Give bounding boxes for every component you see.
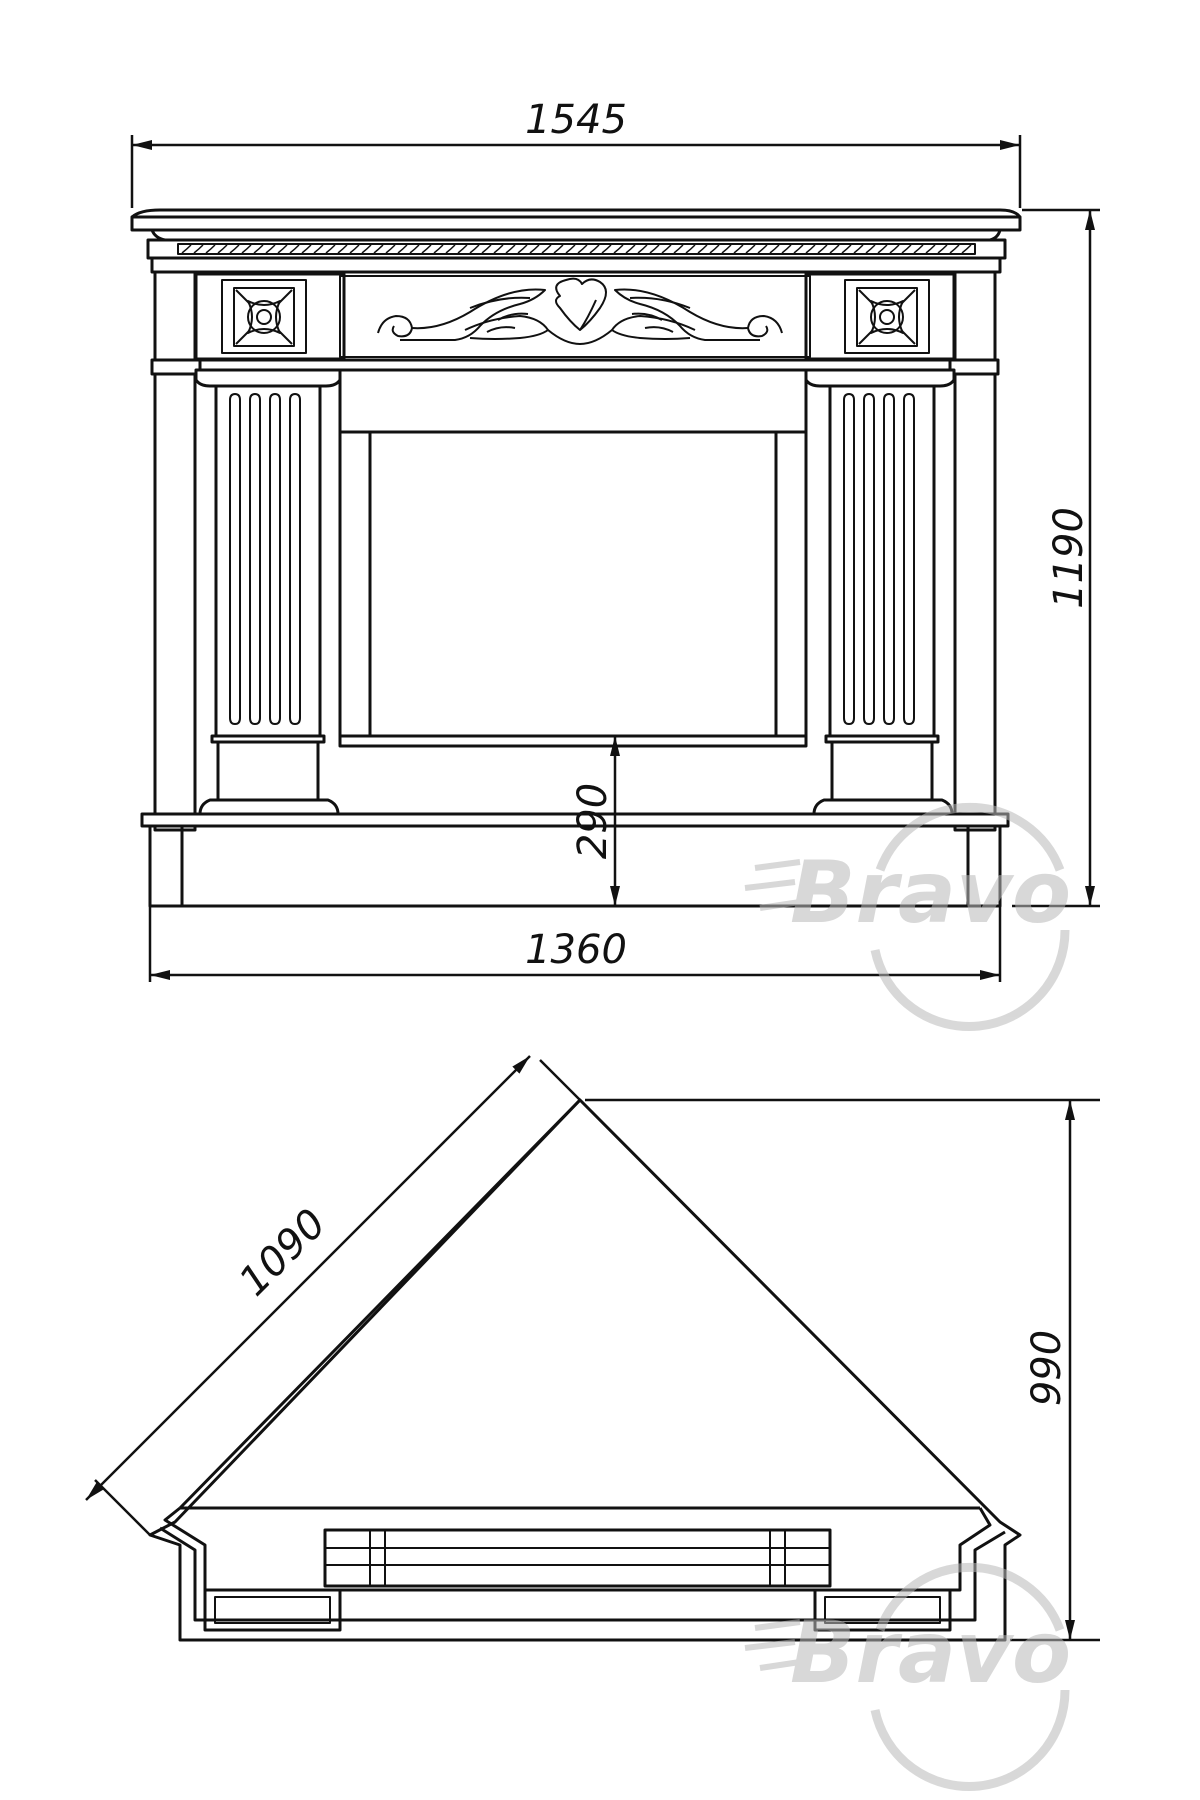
dim-line-side-length [85, 1055, 531, 1501]
rope-twist [469, 244, 480, 254]
rope-twist [913, 244, 924, 254]
rope-twist [337, 244, 348, 254]
rope-twist [241, 244, 252, 254]
rope-twist [721, 244, 732, 254]
rope-twist [781, 244, 792, 254]
watermark-logo-bottom: Bravo [744, 1562, 1071, 1791]
front-dimensions [130, 135, 1100, 982]
rope-twist [637, 244, 648, 254]
label-base-width: 1360 [525, 927, 627, 973]
rope-twist [193, 244, 204, 254]
rope-twist [205, 244, 216, 254]
rope-twist [229, 244, 240, 254]
rope-twist [529, 244, 540, 254]
column-cap-left [194, 368, 342, 388]
outer-pilaster-right [948, 270, 1000, 832]
column-right [828, 384, 936, 738]
column-left [214, 384, 322, 738]
rope-twist [937, 244, 948, 254]
rope-twist [949, 244, 960, 254]
rope-twist [877, 244, 888, 254]
rosette-right [844, 279, 930, 354]
rope-twist [421, 244, 432, 254]
rope-twist [289, 244, 300, 254]
rope-twist [517, 244, 528, 254]
rope-twist [649, 244, 660, 254]
label-depth: 990 [1024, 1330, 1070, 1406]
column-cap-right [804, 368, 956, 388]
rope-twist [265, 244, 276, 254]
rope-twist [661, 244, 672, 254]
watermark-text-bottom: Bravo [790, 1603, 1071, 1703]
rope-twist [565, 244, 576, 254]
center-scroll-ornament [377, 277, 783, 345]
rope-twist [805, 244, 816, 254]
rope-twist [349, 244, 360, 254]
rope-twist [709, 244, 720, 254]
rope-twist [313, 244, 324, 254]
rope-twist [433, 244, 444, 254]
outer-pilaster-left [150, 270, 202, 832]
rope-twist [625, 244, 636, 254]
plan-outline [148, 1098, 1022, 1642]
label-hearth-height: 290 [570, 783, 616, 859]
label-front-width: 1545 [525, 97, 627, 143]
rope-twist [853, 244, 864, 254]
rope-twist [445, 244, 456, 254]
rope-twist [385, 244, 396, 254]
rope-twist [817, 244, 828, 254]
rope-twist [925, 244, 936, 254]
rosette-left [221, 279, 307, 354]
column-base-left [198, 734, 340, 816]
rope-twist [577, 244, 588, 254]
watermark-logo-top: Bravo [744, 802, 1071, 1031]
rope-twist [961, 244, 972, 254]
rope-twist [217, 244, 228, 254]
rope-twist [901, 244, 912, 254]
rope-twist [769, 244, 780, 254]
rope-twist [613, 244, 624, 254]
rope-twist [865, 244, 876, 254]
rope-twist [373, 244, 384, 254]
rope-twist [733, 244, 744, 254]
rope-twist [541, 244, 552, 254]
rope-twist [793, 244, 804, 254]
hearth-base [140, 812, 1010, 908]
rope-twist [397, 244, 408, 254]
rope-twist [409, 244, 420, 254]
label-side-length: 1090 [231, 1201, 336, 1306]
rope-twist [829, 244, 840, 254]
front-view [130, 208, 1022, 908]
rope-twist [505, 244, 516, 254]
rope-twist [493, 244, 504, 254]
rope-twist [277, 244, 288, 254]
rope-twist [181, 244, 192, 254]
mantel-shelf [130, 208, 1022, 260]
rope-twist [325, 244, 336, 254]
rope-twist [301, 244, 312, 254]
watermark-text-top: Bravo [790, 843, 1071, 943]
rope-twist [673, 244, 684, 254]
label-front-height: 1190 [1046, 507, 1092, 609]
rope-twist [457, 244, 468, 254]
rope-twist [601, 244, 612, 254]
plan-plinth-left [203, 1588, 342, 1632]
rope-twist [745, 244, 756, 254]
plan-view [148, 1098, 1022, 1642]
rope-twist [481, 244, 492, 254]
rope-twist [889, 244, 900, 254]
rope-twist [697, 244, 708, 254]
rope-twist [685, 244, 696, 254]
rope-molding [181, 244, 972, 254]
rope-twist [589, 244, 600, 254]
rope-twist [553, 244, 564, 254]
firebox-opening [338, 368, 808, 748]
rope-twist [253, 244, 264, 254]
plan-dimensions [85, 1055, 1100, 1642]
rope-twist [361, 244, 372, 254]
rope-twist [757, 244, 768, 254]
column-base-right [812, 734, 954, 816]
rope-twist [841, 244, 852, 254]
